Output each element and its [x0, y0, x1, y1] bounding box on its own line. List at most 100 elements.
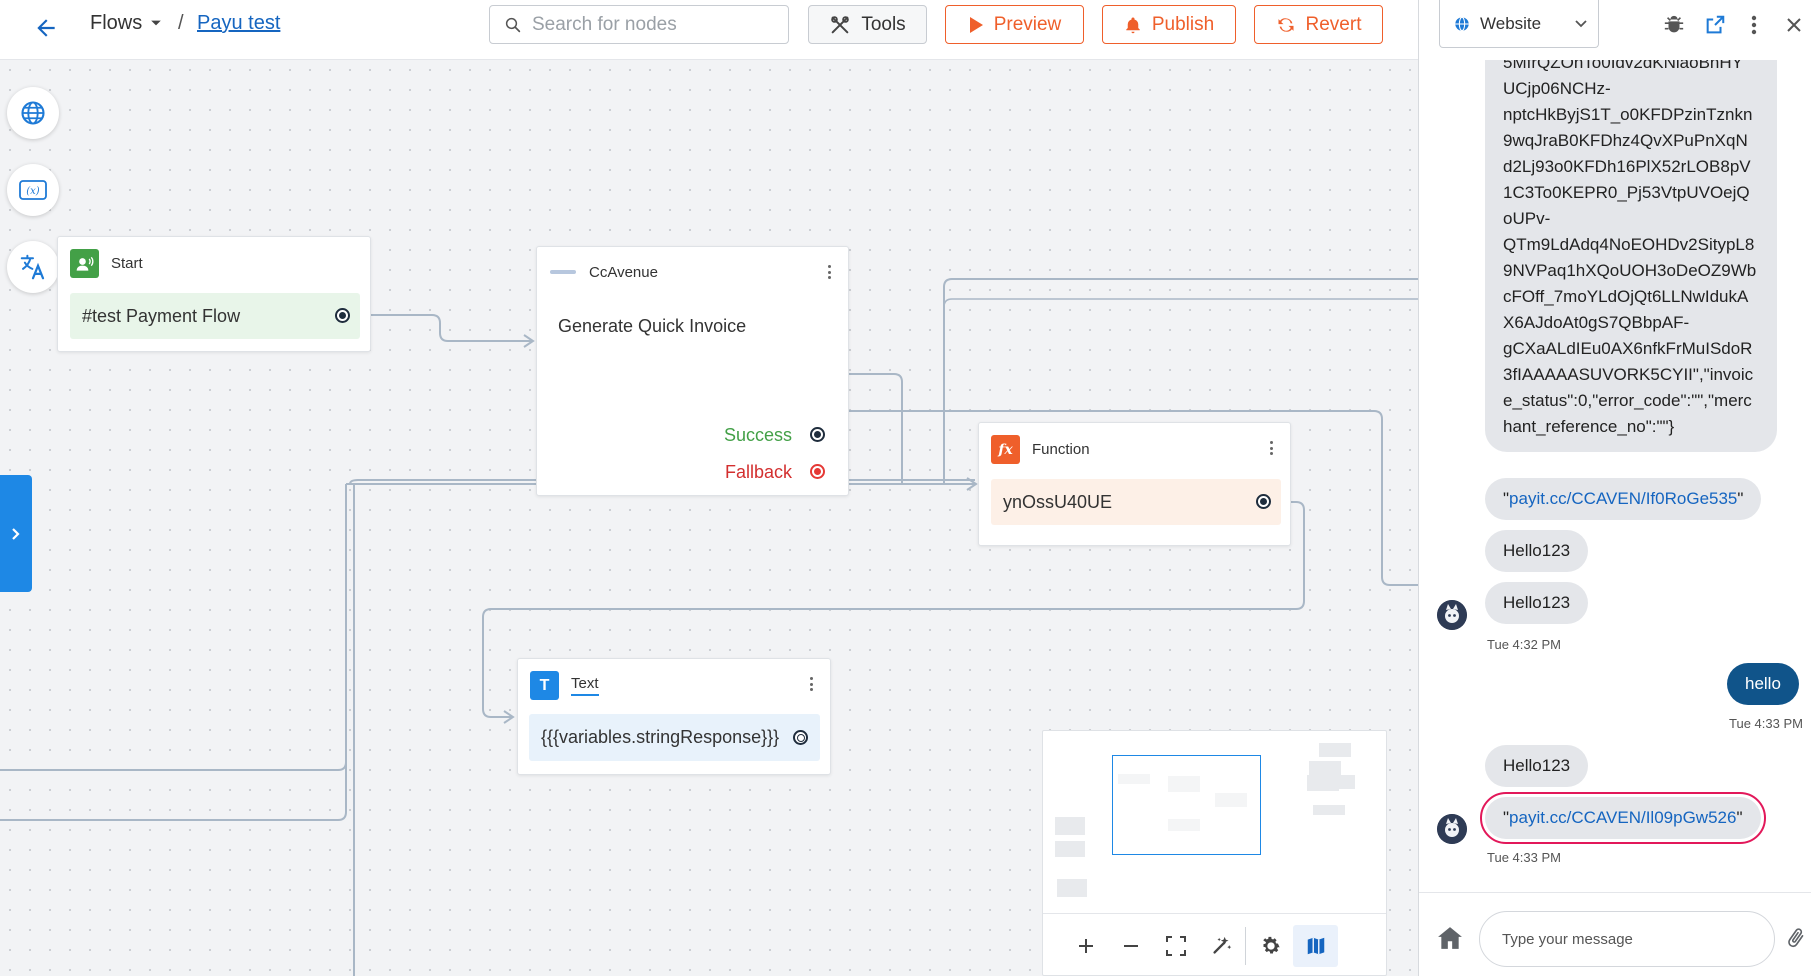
ccavenue-node-header: CcAvenue: [549, 263, 658, 281]
message-link[interactable]: payit.cc/CCAVEN/If0RoGe535: [1509, 489, 1738, 508]
text-output-port[interactable]: [793, 730, 808, 745]
debug-button[interactable]: [1661, 12, 1687, 38]
auto-layout-button[interactable]: [1198, 925, 1243, 967]
success-output-port[interactable]: [810, 427, 825, 442]
arrow-head: [503, 710, 515, 724]
connector-top-right: [943, 298, 1418, 484]
minimap-toggle-button[interactable]: [1293, 924, 1338, 967]
connector-success-to-function: [829, 373, 975, 485]
start-node-icon: [70, 249, 99, 278]
canvas-controls: [1043, 913, 1386, 975]
bell-icon: [1126, 17, 1140, 33]
more-options-button[interactable]: [1741, 12, 1767, 38]
connector-start-to-ccavenue: [349, 314, 532, 342]
minimap-area[interactable]: [1043, 731, 1386, 913]
ccavenue-node-menu[interactable]: [819, 261, 839, 283]
revert-button[interactable]: Revert: [1254, 5, 1383, 44]
start-trigger: #test Payment Flow: [70, 293, 360, 339]
channel-label: Website: [1480, 13, 1542, 33]
quote: ": [1503, 808, 1510, 827]
message-line: 9NVPaq1hXQoUOH3oDeOZ9Wb: [1503, 261, 1757, 280]
canvas-settings-button[interactable]: [1248, 925, 1293, 967]
text-node[interactable]: T Text {{{variables.stringResponse}}}: [517, 658, 831, 775]
message-line: d2Lj93o0KFDh16PlX52rLOB8pV: [1503, 157, 1751, 176]
drawer-toggle-button[interactable]: [0, 475, 32, 592]
bug-icon: [1664, 15, 1684, 33]
function-node[interactable]: fx Function ynOssU40UE: [978, 422, 1291, 546]
tools-label: Tools: [861, 13, 906, 35]
minimap-node: [1057, 879, 1087, 897]
message-line: UCjp06NCHz-: [1503, 79, 1611, 98]
message-line: e_status":0,"error_code":"","merc: [1503, 391, 1752, 410]
close-panel-button[interactable]: [1781, 12, 1807, 38]
breadcrumb-flow-name[interactable]: Payu test: [197, 12, 281, 34]
translate-icon: [20, 254, 45, 280]
quote: ": [1503, 489, 1510, 508]
gear-icon: [1262, 936, 1280, 954]
message-composer: [1419, 892, 1811, 976]
message-link[interactable]: payit.cc/CCAVEN/Il09pGw526: [1509, 808, 1737, 827]
success-label: Success: [723, 425, 792, 445]
ccavenue-node-title: CcAvenue: [589, 263, 658, 281]
home-icon: [1438, 927, 1462, 949]
minimap[interactable]: [1042, 730, 1387, 976]
function-node-menu[interactable]: [1261, 437, 1281, 459]
minimap-viewport[interactable]: [1112, 755, 1261, 855]
play-icon: [969, 16, 983, 33]
ccavenue-node[interactable]: CcAvenue Generate Quick Invoice Success …: [536, 246, 849, 496]
back-button[interactable]: [28, 10, 64, 46]
plus-icon: [1078, 938, 1093, 953]
variables-tool-button[interactable]: (x): [7, 164, 59, 216]
start-output-port[interactable]: [335, 308, 350, 323]
globe-tool-button[interactable]: [7, 87, 59, 139]
zoom-in-button[interactable]: [1063, 925, 1108, 967]
bot-avatar: [1437, 814, 1467, 844]
message-line: gCXaALdIEu0AX6nfkFrMuISdoR: [1503, 339, 1753, 358]
open-external-button[interactable]: [1702, 12, 1728, 38]
translate-tool-button[interactable]: [7, 241, 59, 293]
zoom-out-button[interactable]: [1108, 925, 1153, 967]
message-line: 3fIAAAAASUVORK5CYII","invoic: [1503, 365, 1754, 384]
function-output-port[interactable]: [1256, 494, 1271, 509]
message-line: X6AJdoAt0gS7QBbpAF-: [1503, 313, 1690, 332]
bot-message: Hello123: [1485, 745, 1589, 787]
publish-button[interactable]: Publish: [1102, 5, 1236, 44]
text-value: {{{variables.stringResponse}}}: [529, 714, 820, 761]
home-button[interactable]: [1435, 923, 1465, 953]
refresh-icon: [1278, 17, 1294, 32]
close-icon: [1787, 18, 1801, 32]
fallback-output-port[interactable]: [810, 464, 825, 479]
message-line: cFOff_7moYLdOjQt6LLNwIdukA: [1503, 287, 1749, 306]
node-search[interactable]: [489, 5, 789, 44]
minimap-node: [1055, 841, 1085, 857]
function-fx-icon: fx: [991, 435, 1020, 464]
start-node[interactable]: Start #test Payment Flow: [57, 236, 371, 352]
message-input[interactable]: [1479, 911, 1775, 967]
caret-down-icon: [151, 20, 162, 26]
text-node-menu[interactable]: [801, 673, 821, 695]
breadcrumb-flows[interactable]: Flows: [90, 11, 162, 35]
ccavenue-action: Generate Quick Invoice: [558, 316, 747, 336]
connector-left-loop-d: [0, 484, 347, 821]
minus-icon: [1123, 944, 1138, 947]
fit-view-button[interactable]: [1153, 925, 1198, 967]
preview-button[interactable]: Preview: [945, 5, 1084, 44]
tools-button[interactable]: Tools: [808, 5, 927, 44]
flow-canvas[interactable]: (x) Start #test Payment Flow CcAvenue Ge…: [0, 60, 1418, 976]
search-input[interactable]: [532, 13, 772, 36]
bot-message-link: "payit.cc/CCAVEN/If0RoGe535": [1485, 478, 1762, 520]
minimap-node: [1313, 805, 1345, 815]
connector-left-loop-e: [349, 479, 975, 485]
publish-label: Publish: [1151, 13, 1215, 35]
fallback-label: Fallback: [724, 462, 792, 482]
paperclip-icon: [1788, 928, 1804, 948]
text-node-title: Text: [571, 675, 599, 696]
message-line: hant_reference_no":""}: [1503, 417, 1675, 436]
bot-avatar-icon: [1437, 814, 1467, 844]
channel-select[interactable]: Website: [1439, 0, 1599, 48]
start-node-title: Start: [111, 255, 143, 272]
message-line: QTm9LdAdq4NoEOHDv2SitypL8: [1503, 235, 1755, 254]
attach-button[interactable]: [1783, 923, 1809, 953]
